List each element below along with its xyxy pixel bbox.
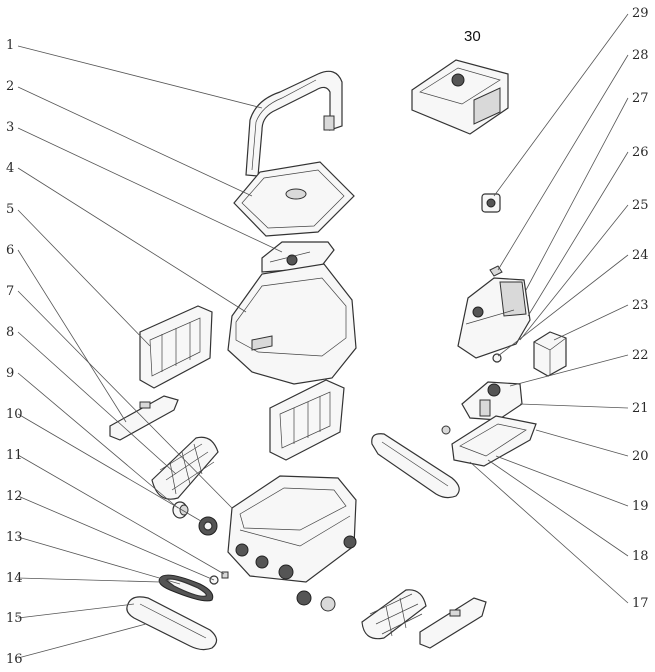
callout-19: 19 (632, 499, 649, 514)
callout-6: 6 (6, 243, 14, 258)
part-22-impeller (461, 381, 523, 421)
callout-4: 4 (6, 161, 14, 176)
part-bottom-wheel (296, 590, 336, 612)
part-bottom-brush-roller (361, 589, 427, 640)
callout-16: 16 (6, 652, 23, 667)
part-6-flap (109, 395, 179, 441)
part-24-ring (492, 353, 502, 363)
part-7-brush-roller (151, 436, 219, 500)
callout-11: 11 (6, 448, 23, 463)
callout-2: 2 (6, 79, 14, 94)
part-28-clip (489, 265, 503, 277)
callout-14: 14 (6, 571, 23, 586)
callout-18: 18 (632, 549, 649, 564)
callout-26: 26 (632, 145, 649, 160)
callout-22: 22 (632, 348, 649, 363)
callout-28: 28 (632, 48, 649, 63)
callout-23: 23 (632, 298, 649, 313)
part-filter-basket-center (269, 379, 345, 461)
callout-24: 24 (632, 248, 649, 263)
callout-27: 27 (632, 91, 649, 106)
callout-10: 10 (6, 407, 23, 422)
part-23-box (533, 331, 567, 377)
part-9-wheel-hub (198, 516, 218, 536)
part-2-top-cover (233, 161, 355, 237)
left-callout-labels: 1 2 3 4 5 6 7 8 9 10 11 12 13 14 15 16 (6, 38, 23, 667)
callout-3: 3 (6, 120, 14, 135)
callout-5: 5 (6, 202, 14, 217)
part-20-bottom-plate (441, 415, 537, 467)
right-callout-labels: 29 28 27 26 25 24 23 22 21 20 19 18 17 (632, 6, 649, 611)
callout-15: 15 (6, 611, 23, 626)
part-3-top-plate (261, 241, 335, 273)
part-15-track (126, 596, 218, 651)
part-5-filter-basket (139, 305, 213, 389)
leader-lines (17, 13, 629, 659)
part-1-handle (245, 70, 343, 177)
callout-29: 29 (632, 6, 649, 21)
callout-7: 7 (6, 284, 14, 299)
callout-30: 30 (464, 28, 481, 45)
part-11-screw (221, 571, 229, 579)
part-bottom-flap (419, 597, 487, 649)
callout-8: 8 (6, 325, 14, 340)
part-30-motor-housing (411, 59, 509, 135)
callout-1: 1 (6, 38, 14, 53)
part-29-small-motor (481, 193, 501, 213)
callout-17: 17 (632, 596, 649, 611)
part-side-track-center (371, 433, 460, 499)
part-8-bushing (172, 501, 189, 519)
callout-12: 12 (6, 489, 23, 504)
part-13-drive-belt (158, 574, 214, 602)
callout-21: 21 (632, 401, 649, 416)
callout-25: 25 (632, 198, 649, 213)
callout-13: 13 (6, 530, 23, 545)
part-27-pump-housing (457, 277, 531, 359)
callout-9: 9 (6, 366, 14, 381)
callout-20: 20 (632, 449, 649, 464)
part-10-chassis (227, 475, 357, 583)
part-4-body-shell (227, 263, 357, 385)
